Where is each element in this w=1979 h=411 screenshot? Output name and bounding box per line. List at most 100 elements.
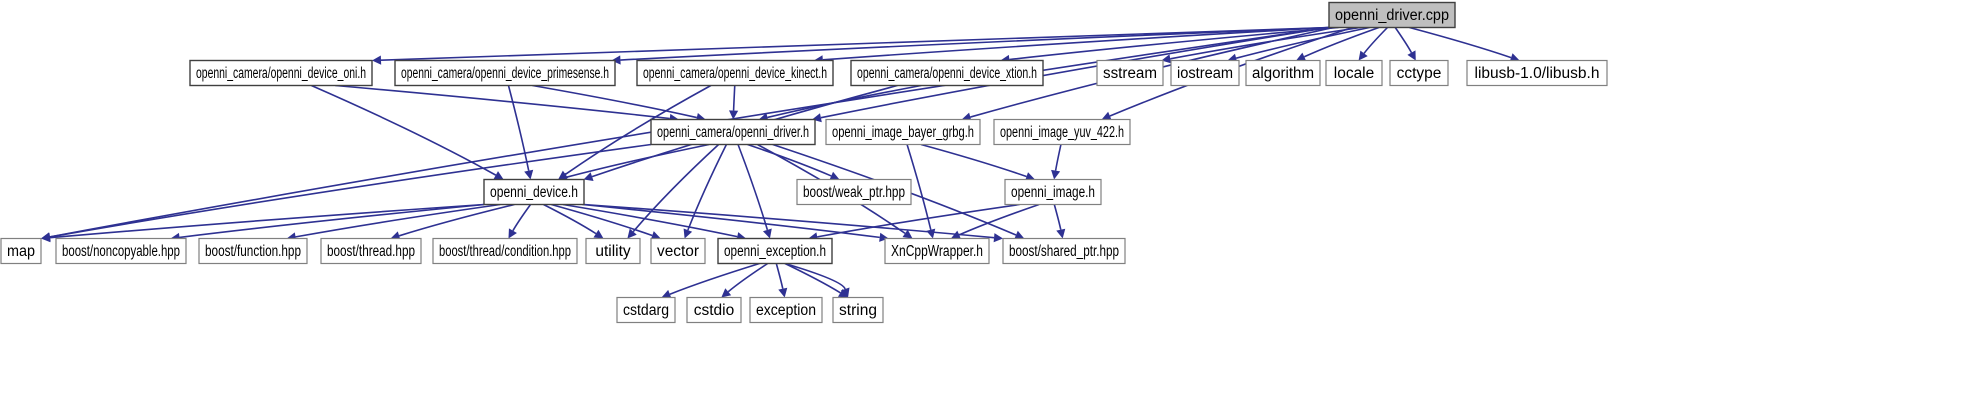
graph-node-cstdio[interactable]: cstdio: [686, 296, 742, 324]
dependency-edge: [583, 203, 995, 239]
dependency-arrowhead: [627, 228, 637, 239]
dependency-edge: [179, 203, 485, 239]
node-box[interactable]: [1002, 237, 1126, 265]
node-box[interactable]: [832, 296, 884, 324]
graph-node-iostream[interactable]: iostream: [1170, 59, 1240, 87]
graph-node-map[interactable]: map: [0, 237, 42, 265]
dependency-edge: [732, 85, 736, 111]
node-box[interactable]: [394, 59, 616, 87]
dependency-edge: [1409, 26, 1512, 59]
node-box[interactable]: [884, 237, 990, 265]
graph-node-boost-shared-ptr-hpp[interactable]: boost/shared_ptr.hpp: [1002, 237, 1126, 265]
node-box[interactable]: [1170, 59, 1240, 87]
graph-node-openni-image-yuv-422-h[interactable]: openni_image_yuv_422.h: [993, 118, 1131, 146]
dependency-edge: [532, 84, 698, 119]
node-box[interactable]: [1389, 59, 1449, 87]
dependency-arrowhead: [993, 233, 1003, 243]
dependency-arrowhead: [1024, 172, 1035, 181]
graph-node-openni-exception-h[interactable]: openni_exception.h: [717, 237, 833, 265]
node-box[interactable]: [636, 59, 834, 87]
dependency-edge: [822, 26, 1330, 61]
node-box[interactable]: [717, 237, 833, 265]
graph-node-openni-camera-openni-device-xtion-h[interactable]: openni_camera/openni_device_xtion.h: [850, 59, 1044, 87]
node-box[interactable]: [432, 237, 578, 265]
dependency-arrowhead: [1358, 50, 1368, 61]
node-box[interactable]: [686, 296, 742, 324]
graph-node-boost-function-hpp[interactable]: boost/function.hpp: [198, 237, 308, 265]
dependency-edge: [669, 262, 760, 295]
node-label: openni_image_bayer_grbg.h: [832, 124, 974, 141]
dependency-arrowhead: [650, 231, 661, 240]
graph-node-openni-camera-openni-device-kinect-h[interactable]: openni_camera/openni_device_kinect.h: [636, 59, 834, 87]
node-box[interactable]: [993, 118, 1131, 146]
dependency-arrowhead: [661, 289, 672, 299]
graph-node-openni-camera-openni-device-primesense-h[interactable]: openni_camera/openni_device_primesense.h: [394, 59, 616, 87]
dependency-arrowhead: [778, 287, 788, 298]
node-box[interactable]: [55, 237, 187, 265]
node-box[interactable]: [1466, 59, 1608, 87]
node-box[interactable]: [320, 237, 422, 265]
node-box[interactable]: [1325, 59, 1383, 87]
node-box[interactable]: [1245, 59, 1321, 87]
graph-node-openni-driver-cpp[interactable]: openni_driver.cpp: [1328, 1, 1456, 29]
node-box[interactable]: [650, 237, 706, 265]
graph-node-libusb-1-0-libusb-h[interactable]: libusb-1.0/libusb.h: [1466, 59, 1608, 87]
dependency-edge: [1363, 26, 1389, 54]
graph-node-exception[interactable]: exception: [749, 296, 823, 324]
node-label: boost/shared_ptr.hpp: [1009, 243, 1119, 260]
node-box[interactable]: [825, 118, 981, 146]
node-box[interactable]: [483, 178, 585, 206]
graph-node-boost-weak-ptr-hpp[interactable]: boost/weak_ptr.hpp: [796, 178, 912, 206]
node-box[interactable]: [0, 237, 42, 265]
graph-node-cstdarg[interactable]: cstdarg: [616, 296, 676, 324]
graph-node-openni-image-bayer-grbg-h[interactable]: openni_image_bayer_grbg.h: [825, 118, 981, 146]
dependency-edge: [562, 203, 738, 238]
dependency-edge: [632, 143, 720, 233]
graph-node-xncppwrapper-h[interactable]: XnCppWrapper.h: [884, 237, 990, 265]
node-box[interactable]: [1004, 178, 1102, 206]
node-box[interactable]: [1328, 1, 1456, 29]
node-layer: openni_driver.cpp openni_camera/openni_de…: [0, 1, 1608, 324]
dependency-edge: [565, 84, 712, 175]
graph-node-string[interactable]: string: [832, 296, 884, 324]
graph-node-boost-thread-hpp[interactable]: boost/thread.hpp: [320, 237, 422, 265]
graph-node-boost-thread-condition-hpp[interactable]: boost/thread/condition.hpp: [432, 237, 578, 265]
node-box[interactable]: [796, 178, 912, 206]
dependency-arrowhead: [372, 55, 382, 65]
graph-node-algorithm[interactable]: algorithm: [1245, 59, 1321, 87]
dependency-edge: [398, 203, 515, 237]
graph-node-sstream[interactable]: sstream: [1096, 59, 1164, 87]
dependency-edge: [687, 144, 728, 231]
node-box[interactable]: [850, 59, 1044, 87]
dependency-edge: [620, 26, 1330, 61]
node-label: sstream: [1103, 65, 1157, 82]
dependency-arrowhead: [837, 288, 849, 298]
graph-node-locale[interactable]: locale: [1325, 59, 1383, 87]
graph-node-openni-device-h[interactable]: openni_device.h: [483, 178, 585, 206]
graph-node-openni-camera-openni-device-oni-h[interactable]: openni_camera/openni_device_oni.h: [189, 59, 373, 87]
node-box[interactable]: [198, 237, 308, 265]
dependency-arrowhead: [829, 171, 840, 181]
graph-node-cctype[interactable]: cctype: [1389, 59, 1449, 87]
dependency-edge: [582, 203, 880, 239]
graph-node-vector[interactable]: vector: [650, 237, 706, 265]
graph-node-boost-noncopyable-hpp[interactable]: boost/noncopyable.hpp: [55, 237, 187, 265]
dependency-edge: [1170, 26, 1361, 60]
node-box[interactable]: [189, 59, 373, 87]
node-box[interactable]: [1096, 59, 1164, 87]
dependency-edge: [1235, 26, 1370, 59]
graph-node-openni-image-h[interactable]: openni_image.h: [1004, 178, 1102, 206]
dependency-edge: [784, 262, 841, 294]
node-box[interactable]: [616, 296, 676, 324]
node-box[interactable]: [585, 237, 641, 265]
node-label: locale: [1334, 65, 1375, 82]
node-box[interactable]: [650, 118, 816, 146]
dependency-edge: [1054, 144, 1062, 171]
graph-node-openni-camera-openni-driver-h[interactable]: openni_camera/openni_driver.h: [650, 118, 816, 146]
graph-node-utility[interactable]: utility: [585, 237, 641, 265]
dependency-edge: [49, 143, 652, 238]
dependency-edge: [920, 143, 1027, 178]
dependency-edge: [49, 26, 1330, 238]
node-box[interactable]: [749, 296, 823, 324]
